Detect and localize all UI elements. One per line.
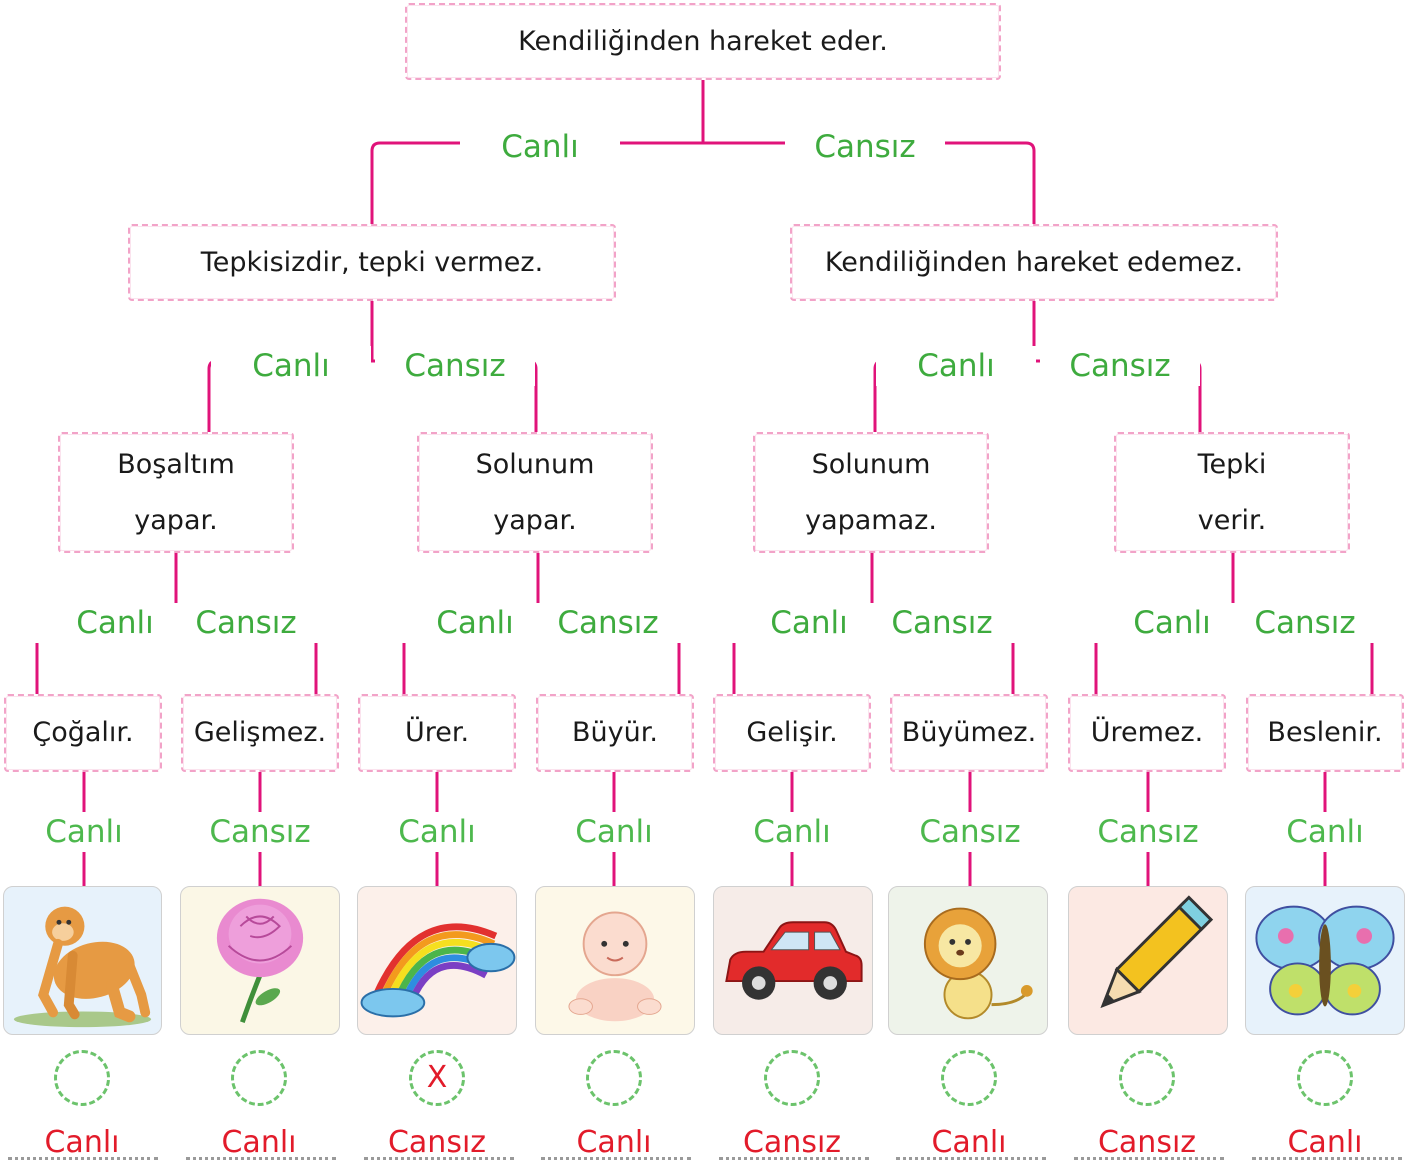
answer-check-circle[interactable]	[1297, 1050, 1353, 1106]
box-text: Büyür.	[572, 717, 658, 748]
car-icon	[725, 921, 863, 1000]
answer-dotted-line	[1074, 1157, 1224, 1160]
answer-text: Canlı	[44, 1125, 120, 1160]
box-text: Büyümez.	[901, 717, 1037, 748]
branch-label-cansiz: Cansız	[862, 603, 1022, 643]
result-label: Canlı	[1265, 812, 1385, 852]
result-label: Canlı	[554, 812, 674, 852]
result-label: Canlı	[24, 812, 144, 852]
box-line: Solunum	[811, 448, 931, 480]
answer-text: Canlı	[576, 1125, 652, 1160]
branch-label-canli: Canlı	[211, 346, 371, 386]
baby-picture	[535, 886, 695, 1035]
answer-text: Cansız	[387, 1125, 487, 1160]
answer-check-circle[interactable]	[1119, 1050, 1175, 1106]
answer-dotted-line	[1252, 1157, 1402, 1160]
answer-text: Cansız	[742, 1125, 842, 1160]
answer-check-circle[interactable]	[231, 1050, 287, 1106]
box-text: Çoğalır.	[32, 717, 134, 748]
level3-box-buyur: Büyür.	[536, 694, 694, 772]
level3-box-buyumez: Büyümez.	[890, 694, 1048, 772]
branch-label-canli: Canlı	[460, 127, 620, 167]
box-line: verir.	[1197, 504, 1267, 536]
level3-box-urer: Ürer.	[358, 694, 516, 772]
box-line: yapar.	[134, 504, 218, 536]
monkey-icon	[13, 906, 152, 1028]
car-picture	[713, 886, 873, 1035]
box-text: Üremez.	[1090, 717, 1204, 748]
level2-box-tepki-verir: Tepki verir.	[1114, 432, 1350, 553]
answer-text: Canlı	[931, 1125, 1007, 1160]
branch-label-canli: Canlı	[876, 346, 1036, 386]
level1-left-box: Tepkisizdir, tepki vermez.	[128, 224, 616, 301]
answer-check-circle[interactable]	[764, 1050, 820, 1106]
branch-label-cansiz: Cansız	[1040, 346, 1200, 386]
root-question-box: Kendiliğinden hareket eder.	[405, 3, 1001, 80]
butterfly-icon	[1255, 905, 1395, 1016]
branch-label-cansiz: Cansız	[528, 603, 688, 643]
answer-dotted-line	[364, 1157, 514, 1160]
rose-picture	[180, 886, 340, 1035]
box-text: Ürer.	[404, 717, 470, 748]
answer-check-circle[interactable]	[54, 1050, 110, 1106]
lion-picture	[888, 886, 1048, 1035]
pencil-picture	[1068, 886, 1228, 1035]
branch-label-cansiz: Cansız	[1225, 603, 1385, 643]
branch-label-cansiz: Cansız	[785, 127, 945, 167]
level2-box-solunum-yapar: Solunum yapar.	[417, 432, 653, 553]
answer-dotted-line	[541, 1157, 691, 1160]
answer-check-circle[interactable]	[941, 1050, 997, 1106]
level2-box-bosaltim: Boşaltım yapar.	[58, 432, 294, 553]
baby-icon	[568, 911, 662, 1022]
result-label: Cansız	[1088, 812, 1208, 852]
answer-text: Cansız	[1097, 1125, 1197, 1160]
lion-icon	[923, 907, 1033, 1020]
branch-label-cansiz: Cansız	[166, 603, 326, 643]
rainbow-icon	[360, 923, 516, 1018]
answer-dotted-line	[186, 1157, 336, 1160]
result-label: Cansız	[910, 812, 1030, 852]
root-question-text: Kendiliğinden hareket eder.	[518, 25, 888, 57]
rainbow-picture	[357, 886, 517, 1035]
box-text: Beslenir.	[1267, 717, 1383, 748]
level3-box-beslenir: Beslenir.	[1246, 694, 1404, 772]
box-line: Solunum	[475, 448, 595, 480]
box-text: Gelişmez.	[193, 717, 327, 748]
answer-check-circle[interactable]	[586, 1050, 642, 1106]
answer-dotted-line	[896, 1157, 1046, 1160]
box-line: yapamaz.	[805, 504, 937, 536]
box-text: Gelişir.	[746, 717, 838, 748]
level2-box-solunum-yapamaz: Solunum yapamaz.	[753, 432, 989, 553]
result-label: Canlı	[732, 812, 852, 852]
answer-check-circle[interactable]: X	[409, 1050, 465, 1106]
answer-text: Canlı	[221, 1125, 297, 1160]
result-label: Canlı	[377, 812, 497, 852]
box-line: Boşaltım	[117, 448, 235, 480]
level3-box-gelismez: Gelişmez.	[181, 694, 339, 772]
level1-right-box: Kendiliğinden hareket edemez.	[790, 224, 1278, 301]
level1-left-text: Tepkisizdir, tepki vermez.	[200, 246, 544, 278]
level3-box-uremez: Üremez.	[1068, 694, 1226, 772]
result-label: Cansız	[200, 812, 320, 852]
monkey-picture	[3, 886, 162, 1035]
box-line: Tepki	[1197, 448, 1267, 480]
answer-text: Canlı	[1287, 1125, 1363, 1160]
level3-box-gelisir: Gelişir.	[713, 694, 871, 772]
answer-dotted-line	[8, 1157, 158, 1160]
answer-dotted-line	[719, 1157, 869, 1160]
box-line: yapar.	[493, 504, 577, 536]
butterfly-picture	[1245, 886, 1405, 1035]
branch-label-cansiz: Cansız	[375, 346, 535, 386]
level3-box-cogalir: Çoğalır.	[4, 694, 162, 772]
level1-right-text: Kendiliğinden hareket edemez.	[824, 246, 1244, 278]
pencil-icon	[1100, 895, 1214, 1009]
rose-icon	[216, 898, 304, 1024]
